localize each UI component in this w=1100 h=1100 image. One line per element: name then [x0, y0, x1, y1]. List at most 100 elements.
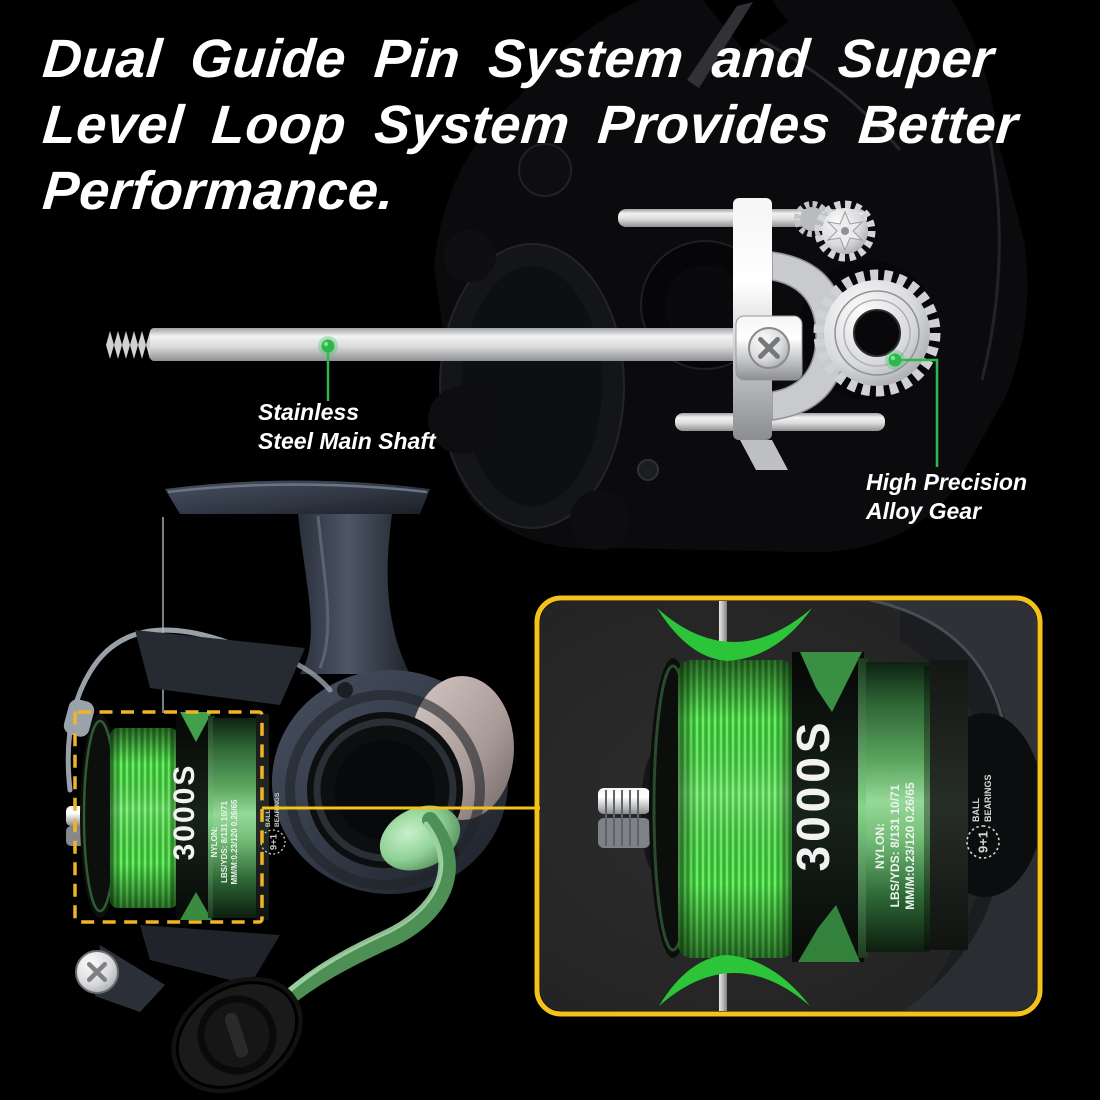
inset-spec-line: NYLON:: [873, 823, 887, 869]
spool-line-edge-shade: [110, 728, 178, 908]
inset-spool-ridge: [858, 658, 868, 958]
reel-photo: 3000S NYLON: LBS/YDS: 8/131 10/71 MM/M:0…: [63, 480, 514, 1094]
handle-knob: [171, 976, 303, 1094]
bearings-badge: 9+1 BALL BEARINGS: [260, 792, 286, 855]
rotation-swoosh-bottom: [659, 955, 810, 1006]
gear-marker-highlight: [890, 355, 896, 361]
body-screw-top: [337, 682, 353, 698]
drive-gear-hub: [854, 310, 900, 356]
main-shaft-threads: [106, 331, 152, 359]
spool-barrel: [176, 712, 214, 920]
main-shaft-callout: Stainless Steel Main Shaft: [258, 398, 436, 456]
handle-screw-cross: [86, 961, 108, 983]
inset-badge-count: 9+1: [976, 831, 991, 853]
body-screw: [637, 459, 659, 481]
zoom-inset: 3000S NYLON: LBS/YDS: 8/131 10/71 MM/M:0…: [534, 595, 1043, 1017]
shaft-marker-dot: [321, 339, 335, 353]
inset-blade-top: [800, 652, 862, 712]
headline-line-1: Dual Guide Pin System and Super: [40, 29, 997, 89]
gear-marker: [885, 350, 939, 467]
handle-arm: [260, 812, 456, 1023]
pinion-gear: [794, 200, 876, 262]
inset-spec-line: LBS/YDS: 8/131 10/71: [888, 784, 902, 907]
gear-marker-dot: [888, 353, 902, 367]
inset-content: 3000S NYLON: LBS/YDS: 8/131 10/71 MM/M:0…: [540, 601, 1037, 1011]
body-highlight-streak: [687, 2, 753, 88]
shaft-marker-highlight: [323, 341, 329, 347]
spool-blade-top: [180, 712, 212, 742]
pinion-hub: [841, 227, 849, 235]
inset-blade-bottom: [798, 905, 860, 962]
rotor-arm-top: [135, 630, 305, 705]
pinion-teeth: [814, 200, 876, 262]
body-bore-inner: [665, 265, 745, 345]
spool-model-text: 3000S: [168, 764, 201, 861]
inset-axle-knurl: [605, 790, 639, 846]
rotation-swoosh-top: [657, 608, 812, 661]
mechanism-photo: [106, 0, 1028, 553]
drive-gear-hub-rim: [853, 309, 901, 357]
shaft-housing-inner: [462, 266, 602, 506]
spool-spec-line: LBS/YDS: 8/131 10/71: [220, 801, 229, 883]
reel-stem: [298, 514, 410, 674]
main-shaft: [150, 328, 745, 361]
oscillation-carriage: [733, 198, 847, 470]
body-boss-1: [518, 143, 572, 197]
inset-badge-word-ball: BALL: [971, 798, 981, 822]
inset-model-text: 3000S: [787, 718, 839, 871]
reel-foot: [165, 480, 430, 514]
headline-line-3: Performance.: [40, 161, 397, 221]
carriage-foot: [740, 440, 788, 470]
gear-marker-line: [895, 358, 939, 467]
body-edge-highlight-2: [980, 139, 1001, 381]
handle-arm-highlight: [273, 821, 444, 1005]
spool-ridge: [208, 716, 215, 918]
inset-badge-dotted-ring: [966, 825, 1000, 859]
reel-body-ring: [285, 690, 485, 890]
inset-badge-word-bearings: BEARINGS: [983, 774, 993, 822]
inset-bearings-badge: 9+1 BALL BEARINGS: [966, 774, 1000, 859]
inset-specs: NYLON: LBS/YDS: 8/131 10/71 MM/M:0.23/12…: [873, 782, 917, 910]
drive-gear-teeth: [813, 269, 941, 397]
line-roller: [63, 699, 95, 737]
spool-specs: NYLON: LBS/YDS: 8/131 10/71 MM/M:0.23/12…: [210, 799, 239, 884]
inset-spec-line: MM/M:0.23/120 0.26/65: [903, 782, 917, 910]
alloy-gear-callout-line-2: Alloy Gear: [866, 498, 982, 524]
inset-band-edge: [924, 666, 932, 950]
inset-border: [534, 595, 1043, 1017]
badge-dotted-ring: [260, 829, 286, 855]
inset-spool-rim: [930, 660, 968, 950]
spool-spec-line: NYLON:: [210, 827, 219, 858]
body-edge-highlight: [759, 38, 902, 151]
spool-green-band: [213, 718, 258, 918]
knob-slot: [224, 1012, 249, 1058]
reel-foot-highlight: [167, 483, 428, 494]
alloy-gear-callout-line-1: High Precision: [866, 469, 1028, 495]
badge-count: 9+1: [269, 833, 280, 850]
reel-spool: 3000S NYLON: LBS/YDS: 8/131 10/71 MM/M:0…: [66, 712, 269, 920]
inset-green-band: [866, 662, 930, 952]
rotor-arm-bottom: [140, 925, 280, 985]
spool-blade-bottom: [180, 892, 212, 920]
main-shaft-callout-line-2: Steel Main Shaft: [258, 428, 436, 454]
spool-spec-line: MM/M:0.23/120 0.26/65: [230, 799, 239, 884]
alloy-gear-callout: High Precision Alloy Gear: [866, 468, 1027, 526]
body-boss-3: [428, 386, 496, 454]
reel-stem-highlight: [316, 515, 330, 669]
body-boss-2: [444, 230, 496, 282]
headline-line-2: Level Loop System Provides Better: [40, 95, 1021, 155]
badge-word-bearings: BEARINGS: [274, 792, 281, 827]
body-boss-4: [570, 490, 630, 550]
phillips-cross: [758, 337, 780, 359]
drive-gear: [813, 269, 941, 397]
drive-gear-ring-1: [834, 290, 920, 376]
drive-gear-ring-2: [843, 299, 911, 367]
inset-line-edge-shade: [678, 660, 794, 958]
shaft-marker: [318, 336, 338, 401]
guide-pin-bottom: [675, 413, 885, 431]
main-shaft-callout-line-1: Stainless: [258, 399, 359, 425]
inset-rotor-arm-top: [860, 601, 1037, 760]
spool-highlight-dashed-box: [73, 710, 264, 924]
